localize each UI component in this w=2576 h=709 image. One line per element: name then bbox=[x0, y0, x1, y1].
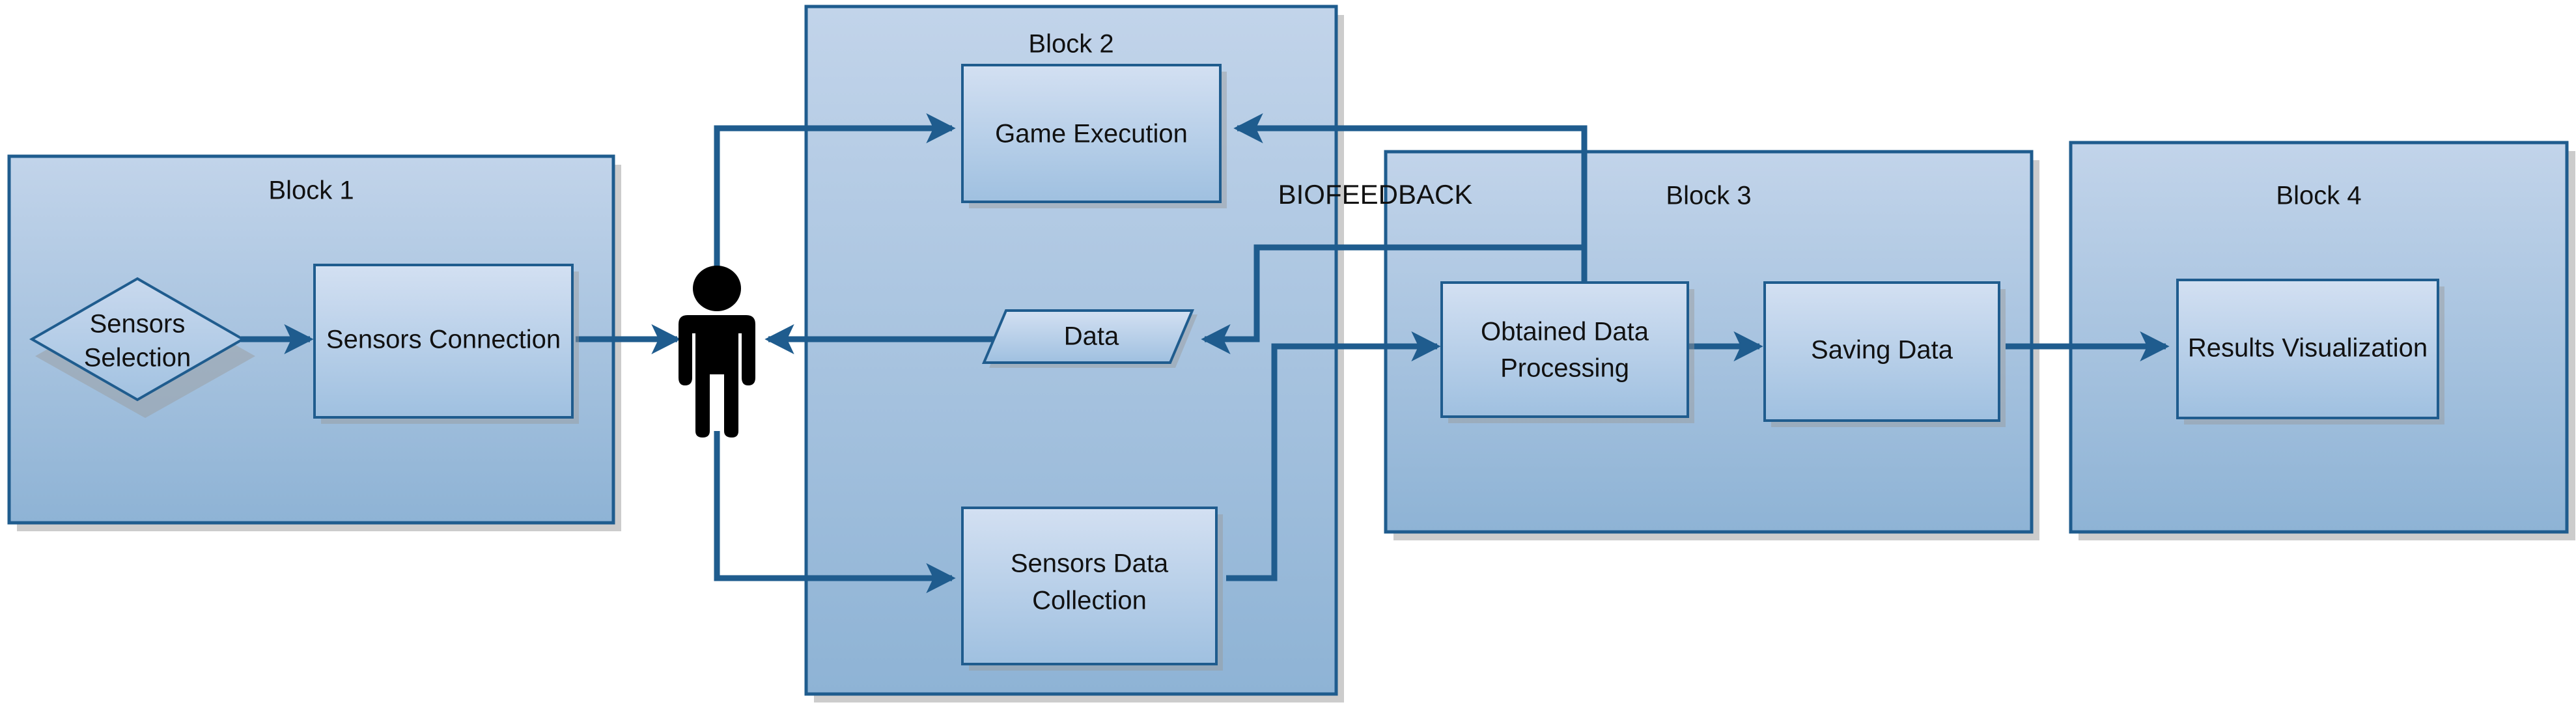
node-data[interactable]: Data bbox=[981, 309, 1197, 368]
edge-biofeedback-to-game-execution bbox=[1233, 113, 1588, 283]
game-execution-rect bbox=[961, 64, 1222, 203]
block-2-title: Block 2 bbox=[1028, 30, 1113, 59]
saving-data-label: Saving Data bbox=[1811, 336, 1953, 365]
data-label: Data bbox=[1064, 322, 1119, 351]
node-results-visualization[interactable]: Results Visualization bbox=[2176, 279, 2444, 424]
node-sensors-selection[interactable]: Sensors Selection bbox=[29, 277, 255, 418]
edges-layer bbox=[241, 113, 2170, 594]
sensors-selection-label-line1: Sensors bbox=[90, 310, 186, 339]
sensors-connection-rect bbox=[313, 264, 574, 419]
sensors-data-collection-rect bbox=[961, 507, 1218, 665]
obtained-data-processing-label-line2: Processing bbox=[1500, 354, 1629, 383]
obtained-data-processing-label-line1: Obtained Data bbox=[1481, 318, 1649, 346]
obtained-data-processing-rect bbox=[1440, 281, 1689, 418]
edge-participant-to-game-execution bbox=[714, 113, 956, 273]
edge-biofeedback-to-data bbox=[1201, 244, 1584, 355]
node-sensors-connection[interactable]: Sensors Connection bbox=[313, 264, 579, 424]
saving-data-rect bbox=[1763, 281, 2000, 422]
edge-participant-to-sensors-data-collection bbox=[714, 431, 956, 594]
data-parallelogram bbox=[981, 309, 1195, 364]
edge-collection-to-processing bbox=[1226, 331, 1441, 581]
block-1-title: Block 1 bbox=[268, 176, 354, 205]
actor-head-icon bbox=[693, 266, 741, 311]
sensors-data-collection-label-line1: Sensors Data bbox=[1011, 549, 1169, 578]
sensors-data-collection-label-line2: Collection bbox=[1032, 587, 1147, 615]
block-3-title: Block 3 bbox=[1666, 182, 1751, 210]
actor-body-icon bbox=[679, 315, 755, 438]
node-game-execution[interactable]: Game Execution bbox=[961, 64, 1227, 208]
participant-actor-icon bbox=[679, 266, 755, 438]
game-execution-label: Game Execution bbox=[995, 120, 1188, 148]
results-visualization-label: Results Visualization bbox=[2188, 334, 2428, 363]
block-4-title: Block 4 bbox=[2276, 182, 2361, 210]
node-obtained-data-processing[interactable]: Obtained Data Processing bbox=[1440, 281, 1694, 423]
sensors-connection-label: Sensors Connection bbox=[326, 326, 561, 354]
sensors-selection-label-line2: Selection bbox=[84, 344, 191, 372]
biofeedback-label: BIOFEEDBACK bbox=[1278, 179, 1473, 210]
node-saving-data[interactable]: Saving Data bbox=[1763, 281, 2006, 427]
sensors-selection-diamond bbox=[29, 277, 246, 402]
results-visualization-rect bbox=[2176, 279, 2439, 419]
node-sensors-data-collection[interactable]: Sensors Data Collection bbox=[961, 507, 1223, 671]
